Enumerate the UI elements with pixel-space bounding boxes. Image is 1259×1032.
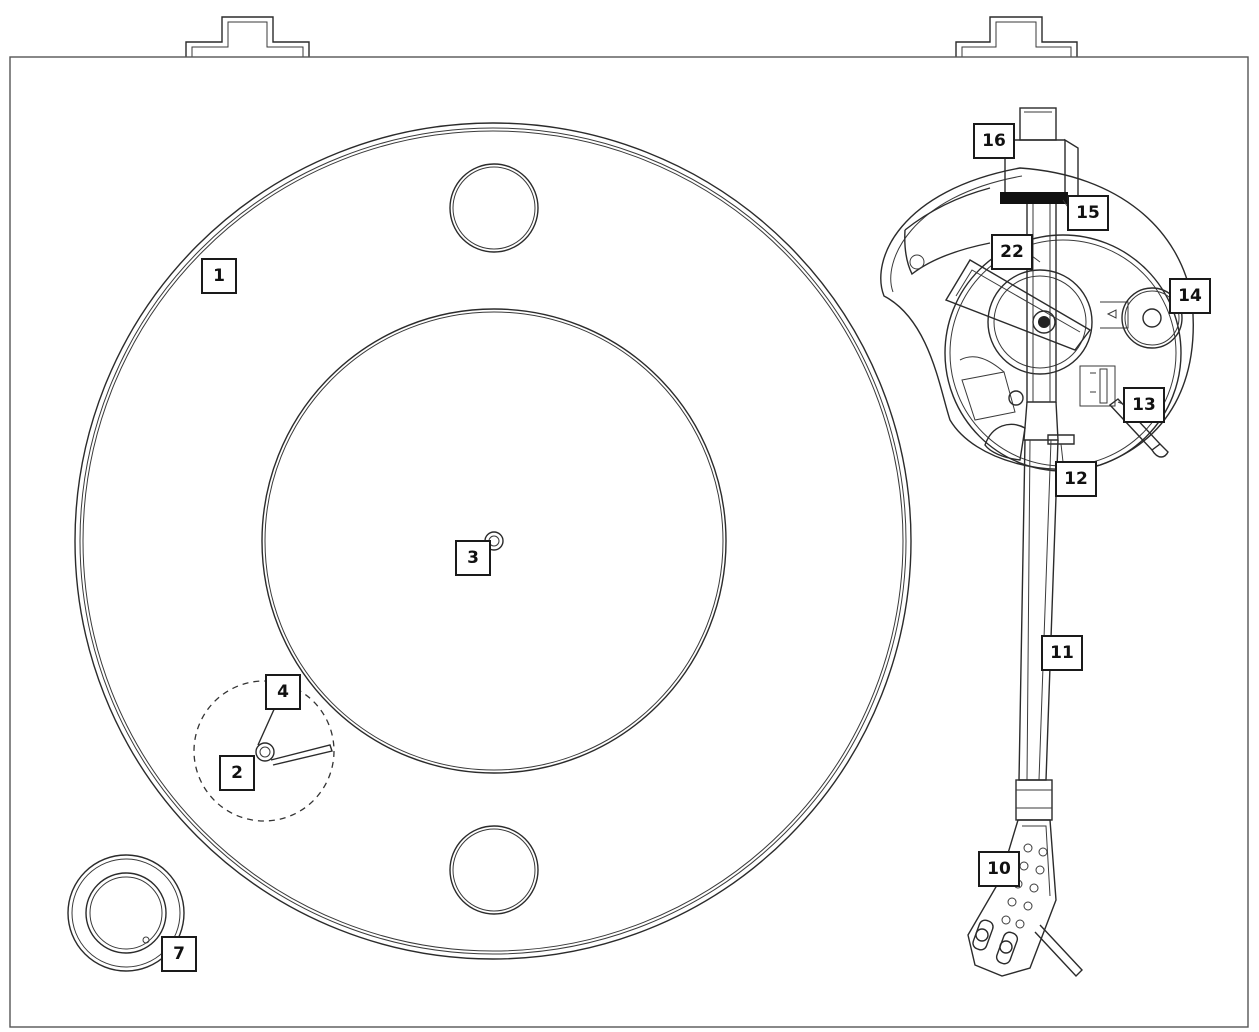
hinge-left: [185, 16, 310, 57]
callout-11: 11: [1041, 635, 1083, 671]
record-label-area: [261, 308, 727, 774]
hinge-right: [955, 16, 1078, 57]
arm-clamp: [944, 259, 1092, 351]
callout-label: 7: [173, 944, 185, 964]
control-knob: [67, 854, 185, 972]
tonearm-base: [880, 167, 1194, 472]
callout-1: 1: [201, 258, 237, 294]
belt-pulley-detail: [193, 680, 335, 822]
callout-label: 4: [277, 682, 289, 702]
callout-label: 15: [1076, 203, 1100, 223]
callout-3: 3: [455, 540, 491, 576]
cue-lever: [1108, 398, 1169, 458]
tonearm: [1015, 204, 1075, 821]
headshell: [967, 819, 1083, 978]
callout-label: 2: [231, 763, 243, 783]
platter-hole-bottom: [449, 825, 539, 915]
callout-14: 14: [1169, 278, 1211, 314]
callout-4: 4: [265, 674, 301, 710]
callout-16: 16: [973, 123, 1015, 159]
callout-7: 7: [161, 936, 197, 972]
callout-22: 22: [991, 234, 1033, 270]
callout-13: 13: [1123, 387, 1165, 423]
callout-label: 13: [1132, 395, 1156, 415]
callout-label: 22: [1000, 242, 1024, 262]
platter-hole-top: [449, 163, 539, 253]
callout-12: 12: [1055, 461, 1097, 497]
callout-label: 3: [467, 548, 479, 568]
anti-skate-knob: [1121, 287, 1183, 349]
callout-2: 2: [219, 755, 255, 791]
callout-label: 10: [987, 859, 1011, 879]
callout-15: 15: [1067, 195, 1109, 231]
callout-label: 16: [982, 131, 1006, 151]
callout-label: 12: [1064, 469, 1088, 489]
platter: [74, 122, 912, 960]
callout-label: 11: [1050, 643, 1074, 663]
plinth: [9, 56, 1249, 1028]
callout-label: 14: [1178, 286, 1202, 306]
callout-10: 10: [978, 851, 1020, 887]
callout-label: 1: [213, 266, 225, 286]
